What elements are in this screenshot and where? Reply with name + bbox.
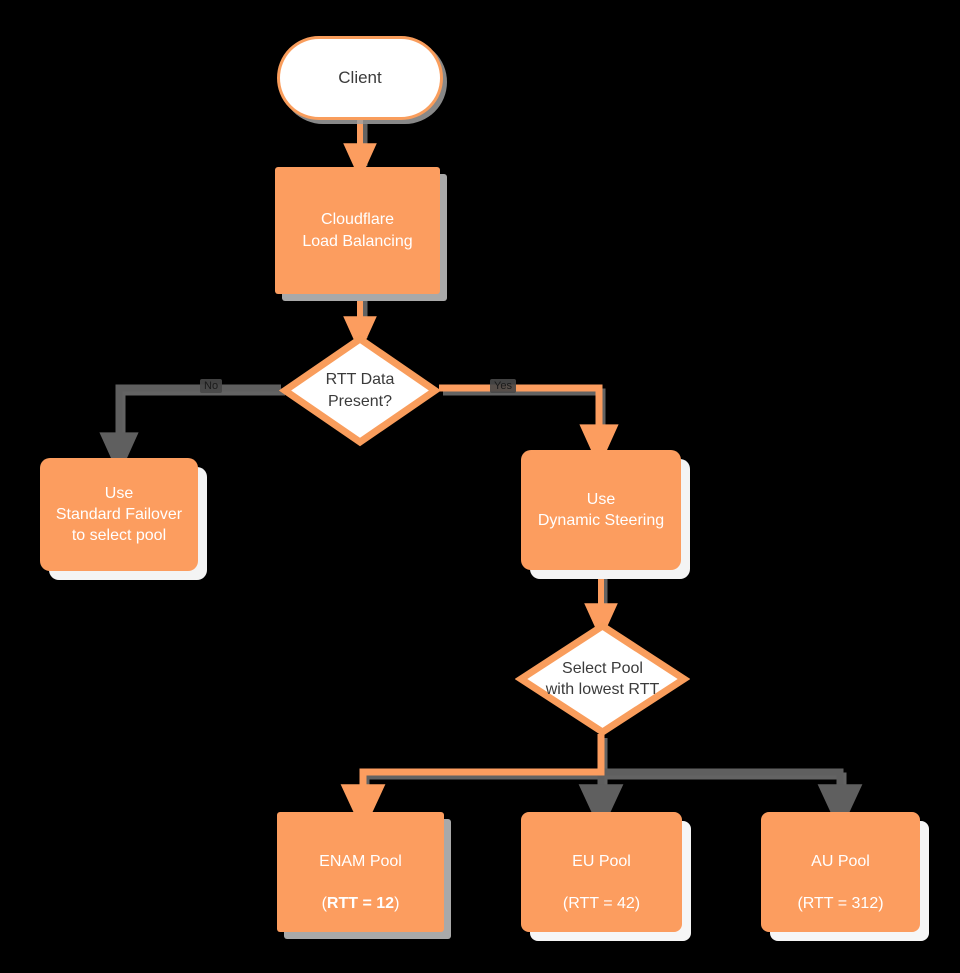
node-client[interactable]: Client	[277, 36, 443, 120]
node-au-pool-name: AU Pool	[811, 852, 870, 870]
node-au-pool-label: AU Pool (RTT = 312)	[797, 830, 883, 914]
edge-select-pool-to-enam-pool	[340, 734, 605, 833]
node-au-pool-paren-open: (	[797, 895, 803, 913]
node-enam-pool-paren-open: (	[321, 895, 327, 913]
node-eu-pool-paren-close: )	[634, 895, 641, 913]
node-select-pool-decision[interactable]: Select Pool with lowest RTT	[515, 620, 690, 738]
node-eu-pool-paren-open: (	[562, 895, 569, 913]
node-enam-pool-label: ENAM Pool (RTT = 12)	[319, 830, 402, 914]
node-enam-pool-paren-close: )	[394, 895, 400, 913]
edge-label-yes: Yes	[490, 379, 516, 393]
node-standard-failover[interactable]: Use Standard Failover to select pool	[40, 458, 198, 571]
node-standard-failover-label: Use Standard Failover to select pool	[55, 484, 183, 545]
node-eu-pool-label: EU Pool (RTT = 42)	[563, 830, 640, 914]
node-eu-pool[interactable]: EU Pool (RTT = 42)	[521, 812, 682, 932]
node-dynamic-steering-label: Use Dynamic Steering	[537, 490, 665, 529]
node-enam-pool-rtt: RTT = 12	[326, 895, 395, 913]
node-au-pool[interactable]: AU Pool (RTT = 312)	[761, 812, 920, 932]
node-au-pool-rtt: RTT = 312	[802, 895, 879, 913]
diamond-shape	[515, 621, 690, 737]
node-eu-pool-rtt: RTT = 42	[568, 895, 635, 913]
node-dynamic-steering[interactable]: Use Dynamic Steering	[521, 450, 681, 570]
node-client-label: Client	[338, 67, 382, 87]
node-enam-pool[interactable]: ENAM Pool (RTT = 12)	[277, 812, 444, 932]
edge-label-no: No	[200, 379, 223, 393]
edge-rtt-decision-to-standard-failover	[99, 384, 281, 476]
node-rtt-data-present-decision[interactable]: RTT Data Present?	[279, 333, 441, 448]
edge-select-pool-to-au-pool	[601, 768, 863, 833]
node-au-pool-paren-close: )	[878, 895, 884, 913]
node-eu-pool-name: EU Pool	[572, 852, 631, 870]
node-cloudflare-load-balancing[interactable]: Cloudflare Load Balancing	[275, 167, 440, 294]
node-cloudflare-load-balancing-label: Cloudflare Load Balancing	[302, 211, 413, 250]
edge-rtt-decision-to-dynamic-steering	[439, 384, 619, 468]
node-enam-pool-name: ENAM Pool	[319, 852, 402, 870]
diamond-shape	[279, 334, 441, 447]
